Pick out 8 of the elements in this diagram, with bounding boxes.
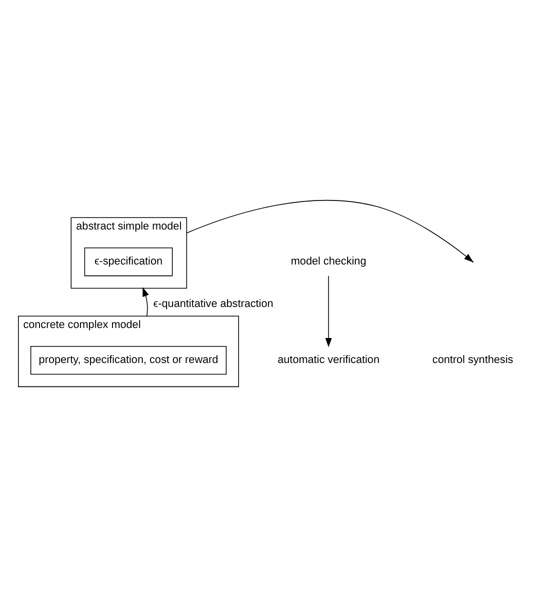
arrow <box>142 286 149 316</box>
arrow <box>325 275 332 347</box>
node-box: property, specification, cost or reward <box>30 345 227 374</box>
edge-label: ϵ-quantitative abstraction <box>153 297 274 310</box>
label: control synthesis <box>432 354 514 366</box>
node-text: model checking <box>290 255 366 268</box>
node-box: ϵ-specification <box>84 247 173 276</box>
node-text: automatic verification <box>278 354 380 366</box>
